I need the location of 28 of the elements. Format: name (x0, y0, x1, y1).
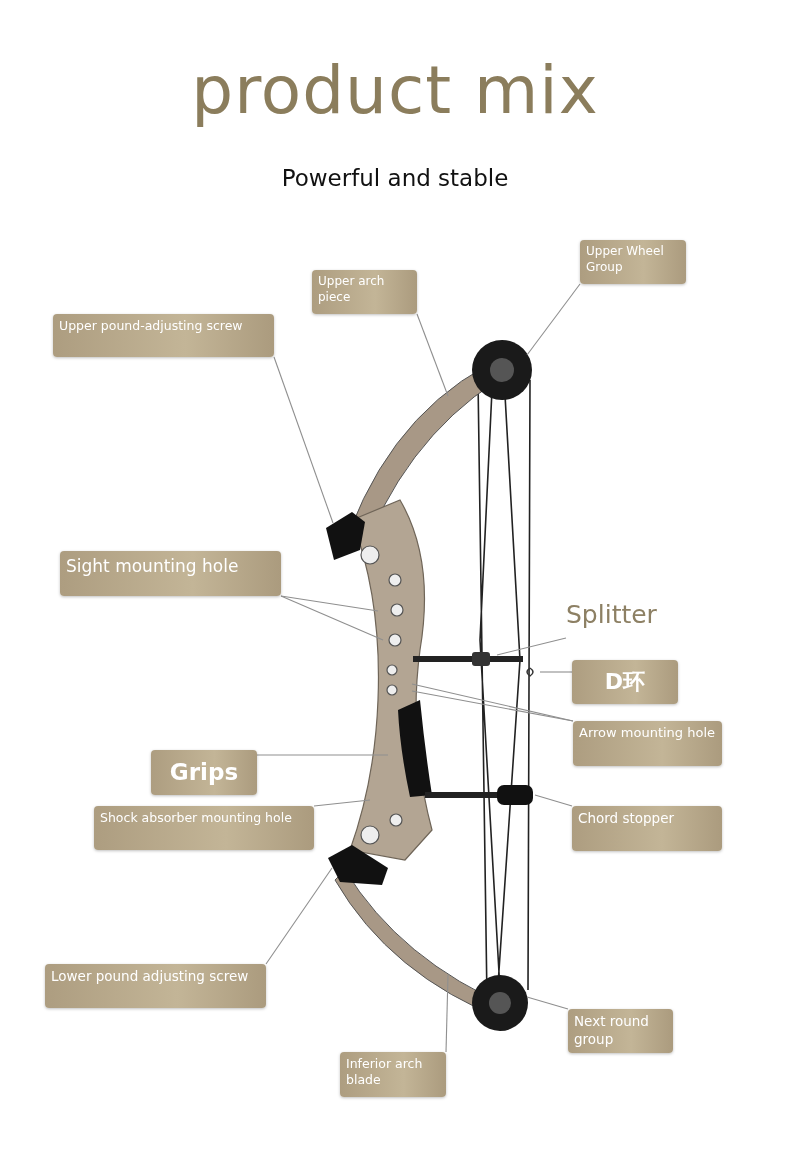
leader-line (445, 974, 449, 1053)
leader-line (313, 799, 371, 807)
label-box: Grips (151, 750, 257, 795)
leader-line (265, 867, 333, 965)
title: product mix (190, 52, 600, 129)
leader-line (526, 283, 581, 356)
label-box: D环 (572, 660, 678, 704)
label-box: Chord stopper (572, 806, 722, 851)
part-label: Splitter (566, 600, 666, 638)
label-box: Upper arch piece (312, 270, 417, 314)
subtitle: Powerful and stable (280, 165, 510, 191)
leader-line (411, 690, 574, 722)
label-box: Inferior arch blade (340, 1052, 446, 1097)
label-box: Upper pound-adjusting screw (53, 314, 274, 357)
label-box: Next round group (568, 1009, 673, 1053)
label-box: Shock absorber mounting hole (94, 806, 314, 850)
leader-line (256, 754, 389, 756)
leader-line (416, 313, 449, 397)
leader-line (539, 671, 573, 673)
label-box: Upper Wheel Group (580, 240, 686, 284)
leader-line (280, 595, 384, 641)
label-box: Lower pound adjusting screw (45, 964, 266, 1008)
leader-line (526, 996, 569, 1010)
leader-line (496, 637, 567, 656)
label-box: Sight mounting hole (60, 551, 281, 596)
leader-line (273, 356, 334, 524)
label-box: Arrow mounting hole (573, 721, 722, 766)
leader-line (534, 794, 573, 807)
